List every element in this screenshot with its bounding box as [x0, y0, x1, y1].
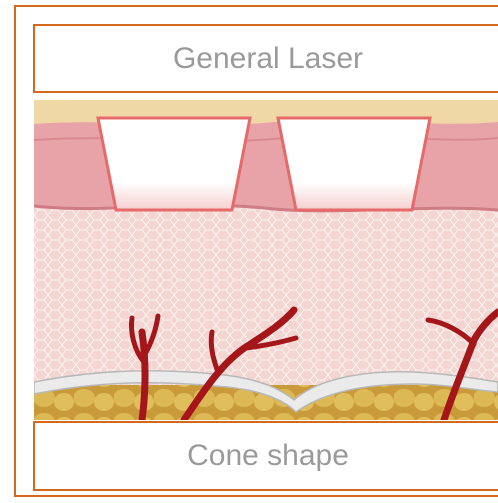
cone-shape-label: Cone shape: [33, 421, 498, 491]
laser-beam-left-icon: [98, 118, 250, 210]
skin-cross-section-illustration: [34, 100, 498, 420]
laser-beam-right-icon: [278, 118, 430, 210]
general-laser-label: General Laser: [33, 24, 498, 93]
